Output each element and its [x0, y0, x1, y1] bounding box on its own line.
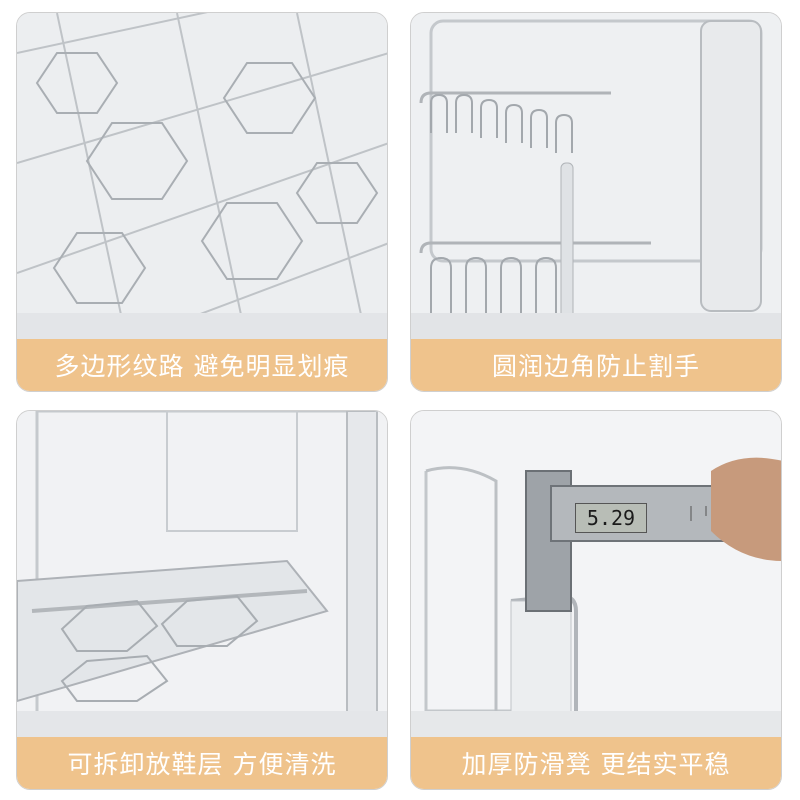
- hexagon-pattern-icon: [17, 13, 387, 391]
- caliper-reading: 5.29: [575, 503, 647, 533]
- rounded-corner-icon: [411, 13, 781, 391]
- panel-hexagon-texture: 多边形纹路 避免明显划痕: [16, 12, 388, 392]
- panel-caption: 加厚防滑凳 更结实平稳: [411, 737, 781, 789]
- panel-thick-stool: 加厚防滑凳 更结实平稳: [410, 410, 782, 790]
- panel-rounded-corners: 圆润边角防止割手: [410, 12, 782, 392]
- panel-caption: 多边形纹路 避免明显划痕: [17, 339, 387, 391]
- removable-shelf-icon: [17, 411, 387, 789]
- panel-caption: 可拆卸放鞋层 方便清洗: [17, 737, 387, 789]
- thickness-caliper-icon: [411, 411, 781, 789]
- panel-removable-shelf: 可拆卸放鞋层 方便清洗: [16, 410, 388, 790]
- panel-caption: 圆润边角防止割手: [411, 339, 781, 391]
